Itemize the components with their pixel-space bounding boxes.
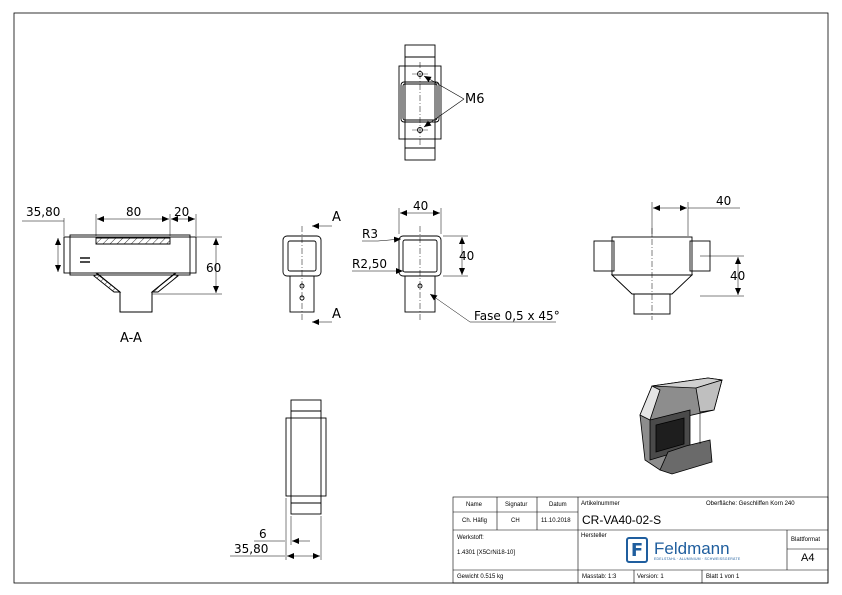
- title-block-grid: [452, 496, 829, 584]
- right-dimension-lines: [651, 202, 744, 297]
- dim-40-right-top: 40: [716, 194, 731, 208]
- bottom-dimension-lines: [230, 498, 322, 560]
- feldmann-logo: F Feldmann EDELSTAHL · ALUMINIUM · SCHWE…: [626, 537, 740, 563]
- front-view: [398, 226, 442, 320]
- date-value: 11.10.2018: [541, 518, 571, 524]
- signature-header: Signatur: [505, 502, 528, 508]
- dim-20-section: 20: [174, 205, 189, 219]
- manufacturer-label: Hersteller: [581, 533, 607, 539]
- material-value: 1.4301 [X5CrNi18-10]: [457, 550, 516, 556]
- dim-40-front-top: 40: [413, 199, 428, 213]
- section-dimension-lines: [22, 214, 222, 295]
- article-number: CR-VA40-02-S: [582, 513, 662, 527]
- feldmann-logo-text: Feldmann: [654, 538, 730, 558]
- dim-35-80-bottom: 35,80: [234, 542, 268, 556]
- date-header: Datum: [549, 502, 567, 508]
- dim-r3: R3: [362, 227, 378, 241]
- dim-r2-50: R2,50: [352, 257, 387, 271]
- dim-40-front-right: 40: [459, 249, 474, 263]
- dim-80-section: 80: [126, 205, 141, 219]
- top-view: [398, 44, 442, 161]
- name-value: Ch. Häfig: [462, 518, 488, 524]
- dim-40-right-side: 40: [730, 269, 745, 283]
- isometric-view: [639, 377, 723, 475]
- dim-fase: Fase 0,5 x 45°: [474, 309, 560, 323]
- sheet-label: Blatt 1 von 1: [706, 574, 740, 580]
- cut-a-bottom: A: [332, 307, 341, 322]
- bottom-view: [285, 399, 327, 515]
- dim-35-80-section: 35,80: [26, 205, 60, 219]
- m6-label: M6: [465, 92, 485, 107]
- signature-value: CH: [511, 518, 520, 524]
- cut-markers: [312, 223, 332, 325]
- cut-a-top: A: [332, 210, 341, 225]
- weight-label: Gewicht 0.515 kg: [457, 574, 504, 580]
- format-label: Blattformat: [791, 537, 821, 543]
- feldmann-logo-mark: F: [626, 537, 648, 563]
- section-a-a-view: [63, 234, 197, 313]
- front-dimension-lines: [352, 208, 556, 323]
- scale-label: Masstab: 1:3: [582, 574, 617, 580]
- drawing-frame: [13, 12, 829, 584]
- m6-leaders: [423, 75, 465, 128]
- right-view: [593, 228, 711, 320]
- dim-60-section: 60: [206, 261, 221, 275]
- surface-label: Oberfläche: Geschliffen Korn 240: [706, 501, 795, 507]
- format-value: A4: [801, 552, 815, 564]
- section-label: A-A: [120, 331, 142, 346]
- feldmann-logo-subtitle: EDELSTAHL · ALUMINIUM · SCHWEISSGERÄTE: [654, 556, 741, 561]
- version-label: Version: 1: [637, 574, 664, 580]
- article-label: Artikelnummer: [581, 501, 620, 507]
- material-label: Werkstoff:: [457, 535, 484, 541]
- dim-6-bottom: 6: [259, 527, 267, 541]
- name-header: Name: [466, 502, 483, 508]
- side-view: [282, 226, 322, 320]
